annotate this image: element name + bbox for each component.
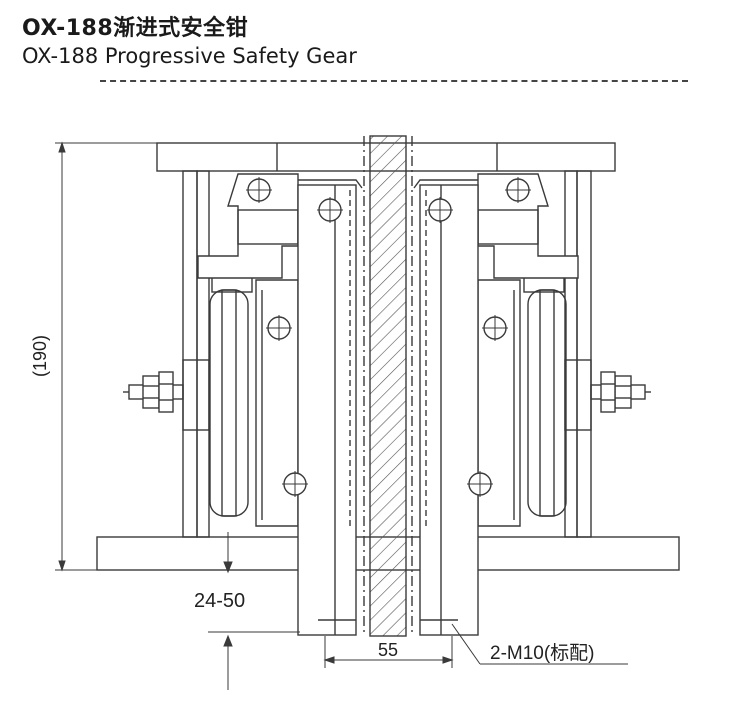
left-adjust-nuts — [142, 371, 174, 413]
title-chinese: OX-188渐进式安全钳 — [22, 16, 249, 41]
bolt-callout-label: 2-M10(标配) — [490, 642, 595, 664]
left-roller — [209, 257, 253, 517]
title-english: OX-188 Progressive Safety Gear — [22, 44, 357, 68]
centre-lines — [349, 190, 427, 530]
left-wedge-bar — [297, 179, 363, 636]
guide-rail — [363, 135, 413, 637]
gap-dimension-label: 24-50 — [194, 590, 245, 612]
left-clamp-body — [197, 173, 299, 527]
width-dimension-label: 55 — [378, 640, 398, 660]
header-divider — [100, 80, 688, 82]
left-frame — [123, 170, 210, 538]
right-frame — [564, 170, 651, 538]
dimension-height — [55, 141, 157, 572]
right-roller — [523, 257, 567, 517]
height-dimension-label: (190) — [30, 335, 50, 377]
right-wedge-bar — [413, 179, 479, 636]
bolt-mid-right — [481, 314, 509, 342]
dimension-gap — [208, 532, 300, 690]
bolt-mid-left — [265, 314, 293, 342]
dimension-width — [323, 636, 454, 668]
right-adjust-nuts — [600, 371, 632, 413]
callout-leader — [451, 623, 628, 665]
